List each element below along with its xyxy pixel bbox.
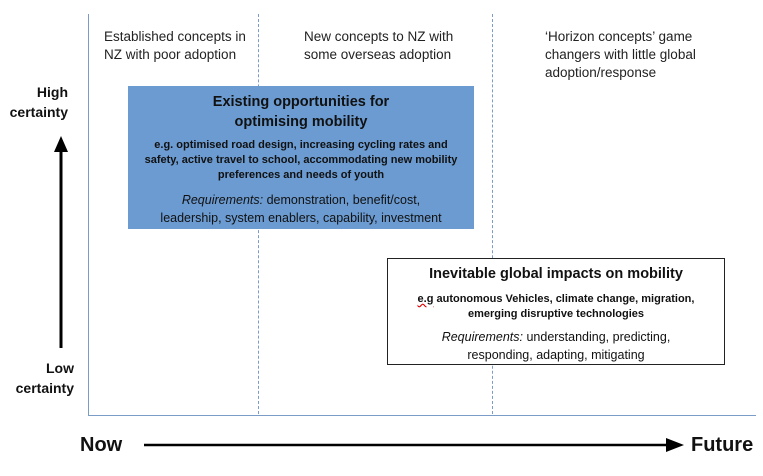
column-header-line: Established concepts in	[104, 29, 246, 44]
future-label: Future	[691, 434, 754, 456]
column-header-established: Established concepts in NZ with poor ado…	[104, 28, 246, 64]
title-line: Existing opportunities for	[212, 94, 390, 110]
requirements-label: Requirements:	[441, 330, 523, 344]
column-header-horizon: ‘Horizon concepts’ game changers with li…	[545, 28, 696, 82]
box-examples: e.g. optimised road design, increasing c…	[128, 138, 474, 183]
title-line: optimising mobility	[234, 114, 368, 130]
high-certainty-label: High certainty	[4, 82, 68, 122]
label-line: certainty	[15, 380, 74, 396]
box-requirements: Requirements: demonstration, benefit/cos…	[128, 191, 474, 227]
certainty-arrow-icon	[54, 136, 68, 348]
vertical-axis	[88, 14, 89, 416]
now-label: Now	[80, 434, 123, 456]
requirements-text: understanding, predicting,	[522, 330, 671, 344]
inevitable-impacts-box: Inevitable global impacts on mobility e.…	[387, 258, 725, 365]
example-line: safety, active travel to school, accommo…	[144, 154, 458, 166]
label-line: Low	[46, 360, 74, 376]
horizontal-axis	[88, 415, 756, 416]
requirements-text: leadership, system enablers, capability,…	[160, 211, 442, 225]
example-line: autonomous Vehicles, climate change, mig…	[433, 293, 695, 305]
requirements-label: Requirements:	[181, 193, 264, 207]
box-examples: e.g autonomous Vehicles, climate change,…	[388, 292, 724, 322]
time-arrow-icon	[144, 438, 684, 452]
column-header-line: changers with little global	[545, 47, 696, 62]
column-header-line: ‘Horizon concepts’ game	[545, 29, 693, 44]
requirements-text: responding, adapting, mitigating	[467, 348, 645, 362]
column-header-line: NZ with poor adoption	[104, 47, 237, 62]
example-line: e.g. optimised road design, increasing c…	[154, 139, 448, 151]
existing-opportunities-box: Existing opportunities for optimising mo…	[128, 86, 474, 229]
box-requirements: Requirements: understanding, predicting,…	[388, 328, 724, 364]
example-line: preferences and needs of youth	[217, 169, 385, 181]
box-title: Inevitable global impacts on mobility	[429, 266, 683, 282]
column-header-line: New concepts to NZ with	[304, 29, 454, 44]
example-line: emerging disruptive technologies	[467, 308, 645, 320]
column-header-line: adoption/response	[545, 65, 657, 80]
requirements-text: demonstration, benefit/cost,	[263, 193, 421, 207]
column-header-line: some overseas adoption	[304, 47, 452, 62]
low-certainty-label: Low certainty	[6, 358, 74, 398]
column-header-new: New concepts to NZ with some overseas ad…	[304, 28, 453, 64]
box-title: Existing opportunities for optimising mo…	[128, 92, 474, 132]
label-line: High	[36, 84, 68, 100]
column-divider	[492, 14, 493, 414]
label-line: certainty	[9, 104, 68, 120]
example-prefix: e.g	[417, 293, 434, 305]
